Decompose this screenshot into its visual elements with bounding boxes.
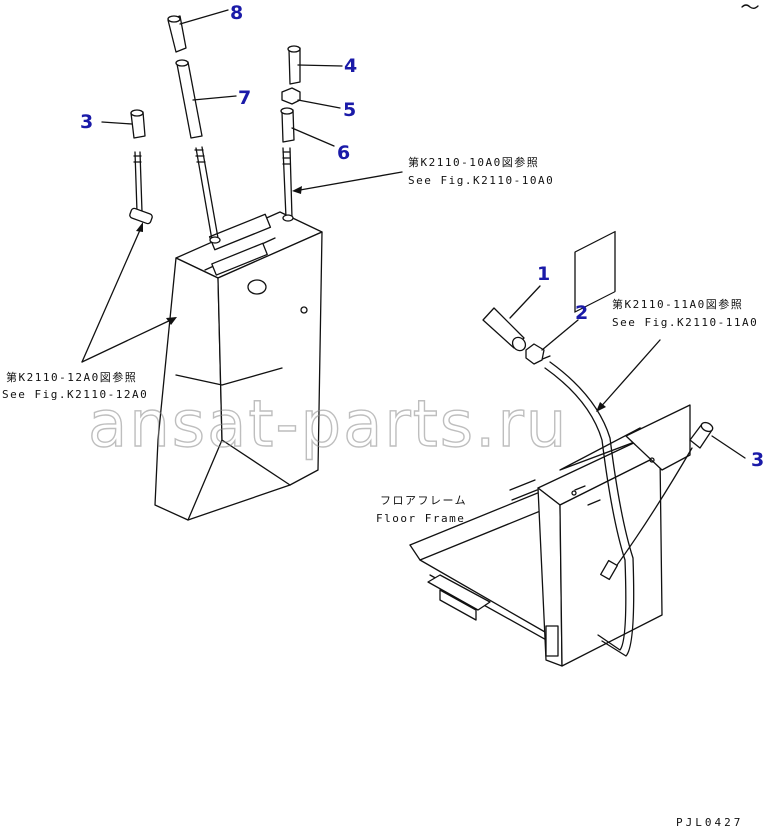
console-box bbox=[154, 211, 323, 521]
ref-fig12-en: See Fig.K2110-12A0 bbox=[2, 388, 148, 401]
knob-8-top bbox=[167, 15, 181, 23]
nut-2 bbox=[525, 343, 545, 365]
tube-6 bbox=[281, 109, 295, 143]
watermark: ansat-parts.ru bbox=[88, 388, 568, 462]
callout-5: 5 bbox=[343, 99, 356, 121]
leader-lines-left bbox=[81, 9, 403, 363]
knob-3-left-top bbox=[130, 109, 144, 117]
callout-4: 4 bbox=[344, 55, 357, 77]
lever-rod-left bbox=[194, 146, 221, 244]
label-floor-frame-jp: フロアフレーム bbox=[380, 494, 467, 507]
callout-1: 1 bbox=[537, 263, 550, 285]
arrow-fig11 bbox=[596, 402, 606, 412]
arrow-fig12-a bbox=[136, 222, 143, 232]
cable-3-right bbox=[611, 447, 693, 573]
callout-3-right: 3 bbox=[751, 449, 764, 471]
drawing-code: PJL0427 bbox=[676, 816, 743, 829]
callout-2: 2 bbox=[575, 302, 588, 324]
label-floor-frame-en: Floor Frame bbox=[376, 512, 465, 525]
callout-8: 8 bbox=[230, 2, 243, 24]
tube-7-top bbox=[175, 59, 189, 67]
arrow-fig10 bbox=[292, 186, 302, 194]
corner-mark bbox=[741, 4, 759, 9]
knob-4 bbox=[288, 47, 301, 85]
lever-rod-small bbox=[129, 151, 153, 225]
floor-frame bbox=[409, 230, 691, 667]
ref-fig12-jp: 第K2110-12A0図参照 bbox=[6, 370, 137, 384]
callout-3-left: 3 bbox=[80, 111, 93, 133]
lever-rod-right bbox=[282, 147, 294, 222]
knob-1 bbox=[482, 307, 525, 349]
callout-7: 7 bbox=[238, 87, 251, 109]
ref-fig10-en: See Fig.K2110-10A0 bbox=[408, 174, 554, 187]
leader-lines-right bbox=[509, 285, 746, 459]
tube-6-top bbox=[280, 107, 294, 115]
knob-4-top bbox=[287, 45, 301, 53]
callout-6: 6 bbox=[337, 142, 350, 164]
arrow-fig12-b bbox=[166, 317, 177, 325]
ref-fig11-en: See Fig.K2110-11A0 bbox=[612, 316, 758, 329]
nut-5 bbox=[281, 87, 301, 105]
bent-lever bbox=[544, 367, 627, 651]
ref-fig11-jp: 第K2110-11A0図参照 bbox=[612, 297, 743, 311]
ref-fig10-jp: 第K2110-10A0図参照 bbox=[408, 155, 539, 169]
